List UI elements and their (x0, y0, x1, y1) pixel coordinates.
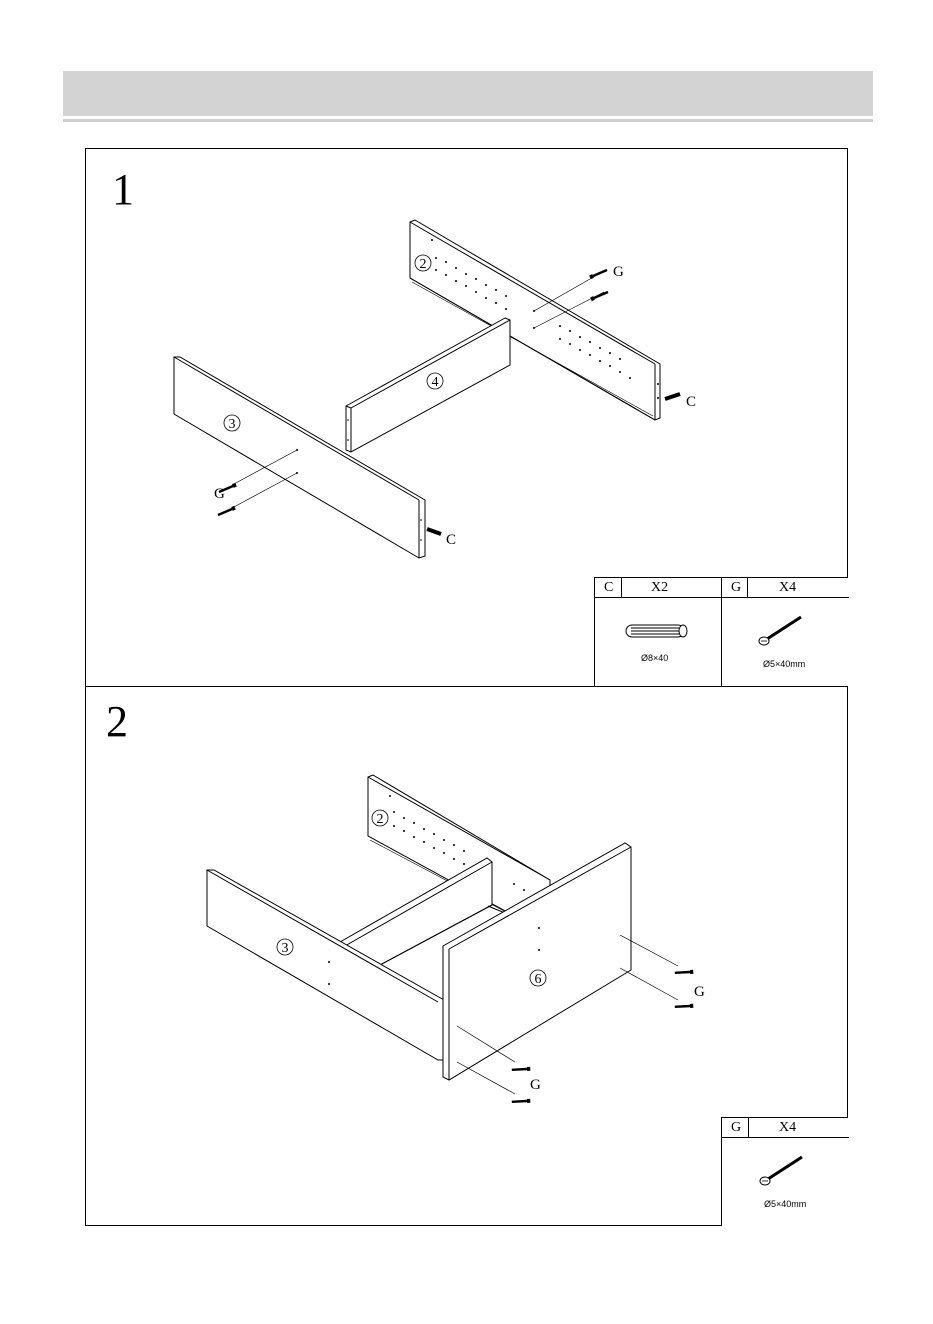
step-2-label-g-right: G (694, 984, 705, 1000)
step-2-label-g-bottom: G (530, 1077, 541, 1093)
step-1-label-g-top: G (613, 264, 624, 280)
dowel-icon (625, 622, 691, 640)
step-2-part-3-label: 3 (282, 941, 289, 956)
step-1-label-c-bottom: C (446, 532, 456, 548)
step-2-part-6-label: 6 (535, 972, 542, 987)
step-1-part-2-label: 2 (420, 257, 427, 272)
hw-g-code: G (731, 580, 741, 596)
step-1-label-c-right: C (686, 394, 696, 410)
step-1-dowels (427, 394, 680, 534)
step-2-panel-3 (207, 870, 444, 1060)
step-1-part-3-label: 3 (229, 417, 236, 432)
hw-c-qty: X2 (651, 580, 668, 596)
step-1-label-g-left: G (214, 486, 225, 502)
hw2-g-qty: X4 (779, 1120, 796, 1136)
hw2-g-code: G (731, 1120, 741, 1136)
step-2-part-2-label: 2 (377, 812, 384, 827)
hw-g-qty: X4 (779, 580, 796, 596)
screw-icon (756, 1154, 806, 1188)
hw-c-code: C (604, 580, 613, 596)
screw-icon (755, 614, 805, 648)
step-1-part-4-label: 4 (432, 375, 439, 390)
step-1-hardware-table: C X2 Ø8×40 G X4 Ø5×40mm (594, 577, 848, 686)
step-2-hardware-table: G X4 Ø5×40mm (721, 1117, 848, 1226)
hw-c-size: Ø8×40 (641, 653, 668, 663)
hw2-g-size: Ø5×40mm (764, 1199, 806, 1209)
hw-g-size: Ø5×40mm (763, 659, 805, 669)
